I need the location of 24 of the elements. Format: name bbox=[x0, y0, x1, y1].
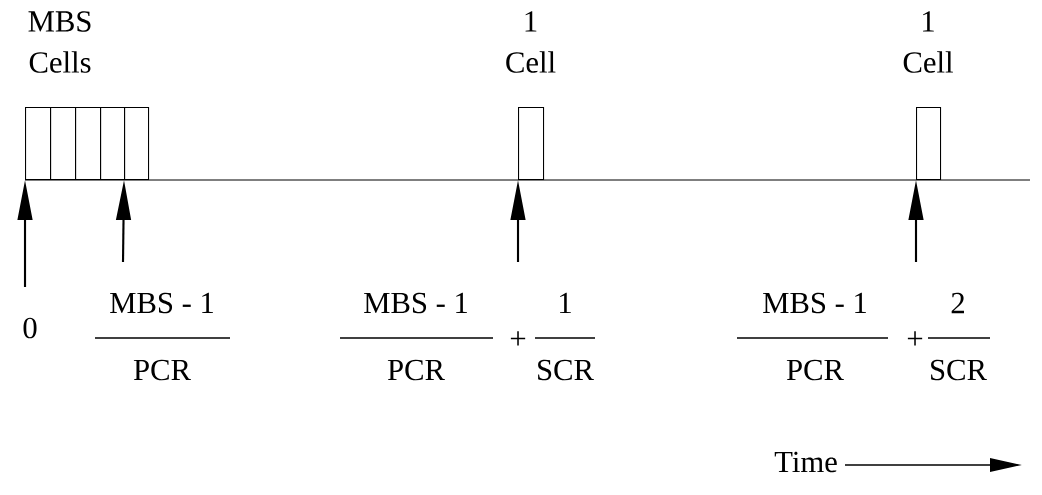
cell-box bbox=[124, 106, 150, 180]
cell-label: 1 Cell bbox=[506, 11, 556, 73]
label: MBS - 1 bbox=[763, 292, 866, 314]
label: PCR bbox=[786, 359, 844, 381]
label: PCR bbox=[387, 359, 445, 381]
cell-box bbox=[75, 106, 102, 180]
cell-box bbox=[518, 106, 545, 180]
label: 0 bbox=[23, 317, 37, 339]
label: + bbox=[510, 331, 526, 346]
cell-label: 1 Cell bbox=[903, 11, 953, 73]
cell-box bbox=[25, 106, 52, 180]
label: 1 bbox=[560, 292, 571, 314]
label: PCR bbox=[133, 359, 191, 381]
label: MBS - 1 bbox=[364, 292, 467, 314]
label: SCR bbox=[538, 359, 594, 381]
label: 2 bbox=[951, 292, 964, 314]
cell-box bbox=[50, 106, 77, 180]
cell-box bbox=[100, 106, 126, 180]
cell-box bbox=[916, 106, 942, 180]
label: MBS - 1 bbox=[110, 292, 213, 314]
label: Time bbox=[774, 451, 837, 473]
label: + bbox=[907, 331, 923, 346]
label: MBS Cells bbox=[28, 11, 91, 73]
label: SCR bbox=[931, 359, 987, 381]
